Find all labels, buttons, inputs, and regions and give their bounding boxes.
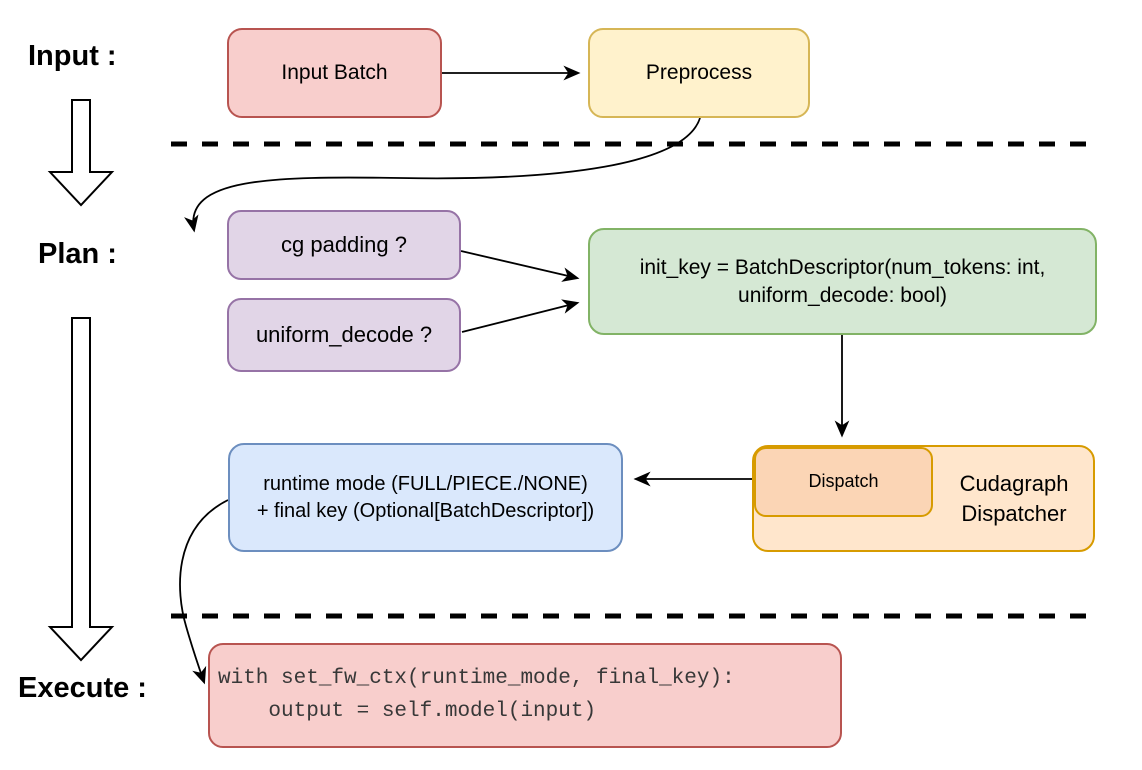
dispatch-label: Dispatch [808, 471, 879, 492]
arrow-preprocess-to-cg-padding [184, 117, 701, 233]
execute-stage-label: Execute : [18, 672, 147, 704]
runtime-mode-node: runtime mode (FULL/PIECE./NONE) + final … [228, 443, 623, 552]
execute-code-node: with set_fw_ctx(runtime_mode, final_key)… [208, 643, 842, 748]
preprocess-label: Preprocess [645, 61, 753, 85]
input-stage-label: Input : [28, 40, 117, 72]
runtime-mode-line-2: + final key (Optional[BatchDescriptor]) [256, 499, 595, 522]
dispatch-node: Dispatch [754, 447, 933, 517]
cudagraph-dispatcher-line-2: Dispatcher [961, 500, 1067, 526]
uniform-decode-label: uniform_decode ? [255, 322, 433, 348]
arrow-runtime-mode-to-execute-code [179, 499, 229, 685]
cudagraph-dispatcher-label: Cudagraph Dispatcher [933, 445, 1095, 552]
runtime-mode-line-1: runtime mode (FULL/PIECE./NONE) [263, 473, 588, 496]
arrow-uniform-decode-to-init-key [461, 299, 580, 333]
uniform-decode-node: uniform_decode ? [227, 298, 461, 372]
input-batch-node: Input Batch [227, 28, 442, 118]
init-key-line-2: uniform_decode: bool) [738, 283, 947, 307]
arrow-cg-padding-to-init-key [460, 250, 580, 282]
down-arrow-input-to-plan-icon [47, 99, 115, 207]
cg-padding-label: cg padding ? [281, 232, 407, 258]
init-key-node: init_key = BatchDescriptor(num_tokens: i… [588, 228, 1097, 335]
execute-code-line-1: with set_fw_ctx(runtime_mode, final_key)… [218, 666, 735, 690]
input-batch-label: Input Batch [281, 61, 388, 85]
plan-stage-label: Plan : [38, 238, 117, 270]
cudagraph-dispatcher-line-1: Cudagraph [959, 471, 1069, 497]
cg-padding-node: cg padding ? [227, 210, 461, 280]
execute-code-line-2: output = self.model(input) [218, 699, 597, 723]
init-key-line-1: init_key = BatchDescriptor(num_tokens: i… [639, 255, 1046, 279]
preprocess-node: Preprocess [588, 28, 810, 118]
down-arrow-plan-to-execute-icon [47, 317, 115, 662]
